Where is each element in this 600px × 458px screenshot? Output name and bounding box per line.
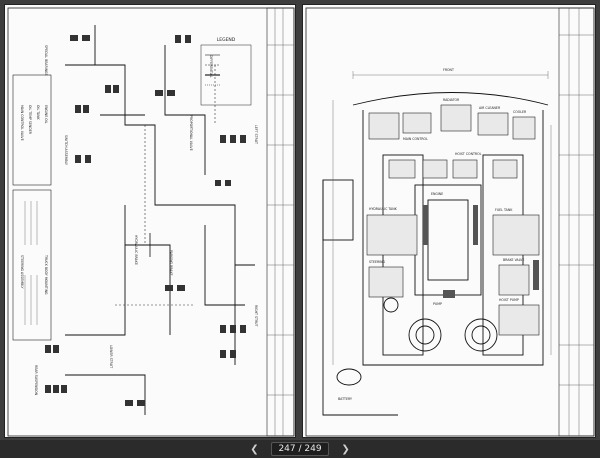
schematic-label: PARKING BRAKE bbox=[169, 250, 173, 276]
lubrication-schematic: LEGEND SPECIAL BEARINGS SWITCH ASSEMBLY … bbox=[7, 7, 295, 437]
page-right-layout: BATTERY HYDRAULIC TANK MAIN CONTROL HOIS… bbox=[302, 4, 596, 438]
layout-label: STEERING bbox=[369, 260, 386, 264]
schematic-label: OIL TANK bbox=[36, 105, 40, 121]
layout-label: ENGINE bbox=[431, 192, 443, 196]
layout-label: HOIST CONTROL bbox=[455, 152, 482, 156]
layout-label: PUMP bbox=[433, 302, 442, 306]
chevron-right-icon[interactable]: ❯ bbox=[341, 443, 350, 455]
schematic-label: MAIN CONTROL VALVE bbox=[20, 105, 24, 141]
layout-label: MAIN CONTROL bbox=[403, 137, 428, 141]
schematic-label: ENGINE OIL bbox=[44, 105, 48, 124]
layout-label: AIR CLEANER bbox=[479, 106, 501, 110]
layout-label: RADIATOR bbox=[443, 98, 460, 102]
schematic-label: LOWER STRUT bbox=[109, 345, 113, 368]
schematic-label: DIFFERENTIAL bbox=[209, 55, 213, 78]
component-layout-drawing: BATTERY HYDRAULIC TANK MAIN CONTROL HOIS… bbox=[305, 7, 595, 437]
layout-label: BRAKE VALVE bbox=[503, 258, 524, 262]
layout-label: FUEL TANK bbox=[495, 208, 513, 212]
schematic-label: PROPORTIONAL VALVE bbox=[189, 115, 193, 151]
layout-label: BATTERY bbox=[338, 397, 352, 401]
layout-label: FRONT bbox=[443, 68, 454, 72]
schematic-label: LEFT STRUT bbox=[254, 125, 258, 144]
layout-label: HYDRAULIC TANK bbox=[369, 207, 398, 211]
schematic-label: TRUCK BODY MOUNTING bbox=[44, 254, 48, 295]
layout-label: COOLER bbox=[513, 110, 527, 114]
page-number-indicator[interactable]: 247 / 249 bbox=[271, 442, 329, 456]
schematic-label: RIGHT STRUT bbox=[254, 305, 258, 327]
legend-title: LEGEND bbox=[217, 37, 236, 43]
layout-label: HOIST PUMP bbox=[499, 298, 519, 302]
schematic-label: SWITCH ASSEMBLY bbox=[64, 135, 68, 165]
schematic-label: REAR SUSPENSION bbox=[34, 365, 38, 396]
schematic-label: STEERING ASSEMBLY bbox=[20, 255, 24, 289]
page-navigation-toolbar: ❮ 247 / 249 ❯ bbox=[0, 440, 600, 458]
schematic-label: OIL TEMP SENDER bbox=[28, 105, 32, 135]
page-left-schematic: LEGEND SPECIAL BEARINGS SWITCH ASSEMBLY … bbox=[4, 4, 296, 438]
chevron-left-icon[interactable]: ❮ bbox=[250, 443, 259, 455]
schematic-label: HYDRAULIC BRAKE bbox=[134, 235, 138, 265]
schematic-label: SPECIAL BEARINGS bbox=[44, 45, 48, 76]
